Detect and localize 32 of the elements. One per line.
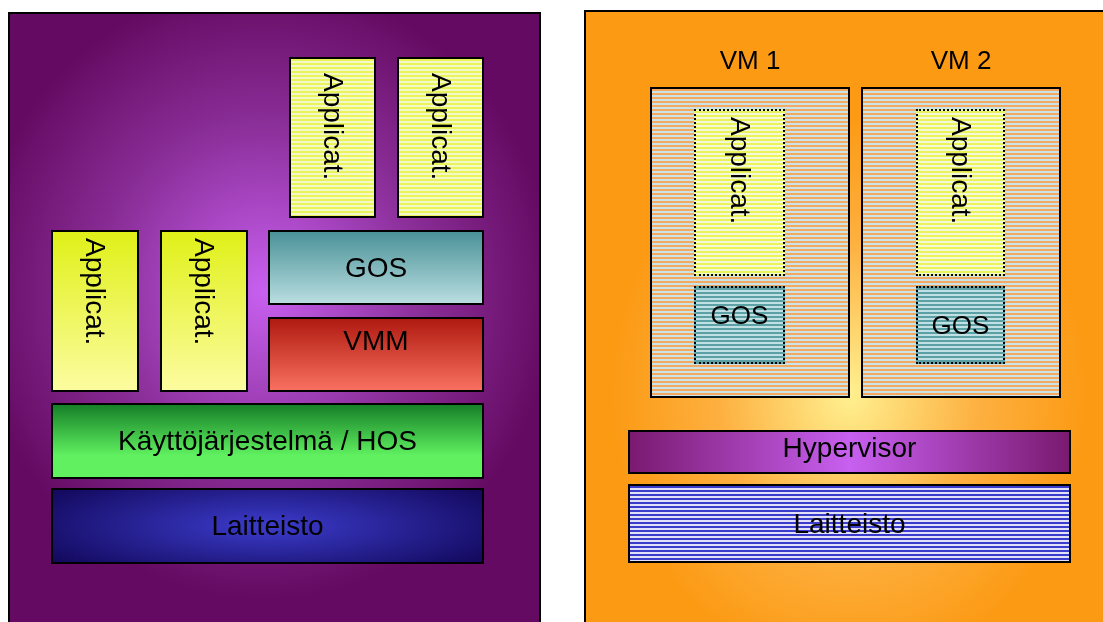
- vertical-label: Applicat.: [426, 73, 455, 181]
- vertical-label: Applicat.: [946, 117, 975, 225]
- hypervisor-box: [628, 430, 1071, 474]
- virtualization-panel: [584, 10, 1103, 622]
- box-label: Hypervisor: [781, 434, 918, 462]
- guest-os-box: [694, 286, 785, 364]
- box-label: GOS: [709, 302, 770, 328]
- vm-heading: VM 2: [929, 47, 993, 73]
- box-label: GOS: [343, 253, 409, 282]
- host-os-box: [51, 403, 484, 479]
- box-label: Laitteisto: [210, 512, 325, 540]
- hardware-box: [628, 484, 1071, 563]
- vertical-label: Applicat.: [318, 73, 347, 181]
- application-box: [160, 230, 248, 392]
- application-box: [397, 57, 484, 218]
- host-panel: [8, 12, 541, 622]
- guest-os-box: [916, 286, 1005, 364]
- vmm-box: [268, 317, 484, 392]
- application-box: [289, 57, 376, 218]
- application-box: [694, 109, 785, 276]
- application-box: [916, 109, 1005, 276]
- vm-heading: VM 1: [718, 47, 782, 73]
- guest-os-box: [268, 230, 484, 305]
- application-box: [51, 230, 139, 392]
- vertical-label: Applicat.: [190, 238, 218, 346]
- box-label: Laitteisto: [792, 509, 907, 538]
- box-label: VMM: [342, 327, 410, 355]
- box-label: Käyttöjärjestelmä / HOS: [117, 427, 418, 455]
- hardware-box: [51, 488, 484, 564]
- vertical-label: Applicat.: [81, 238, 109, 346]
- vertical-label: Applicat.: [725, 117, 754, 225]
- box-label: GOS: [930, 312, 991, 338]
